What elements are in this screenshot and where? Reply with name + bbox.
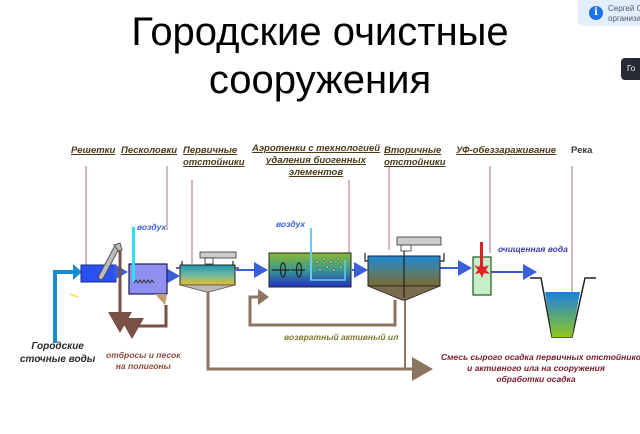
label-river: Река — [571, 145, 593, 156]
primary-scraper-bridge — [199, 251, 237, 259]
air-pipe-1 — [132, 227, 135, 282]
return-sludge-arrowhead — [258, 289, 269, 305]
uv-burst-icon — [474, 262, 490, 278]
return-sludge-line — [248, 295, 397, 327]
air-label-2: воздух — [276, 219, 306, 229]
overlay-button[interactable]: Го — [621, 58, 640, 80]
notification-text: Сергей Св организат — [608, 4, 640, 24]
aerotank-mixers — [272, 262, 305, 278]
inflow-pipe — [53, 270, 76, 343]
yellow-mark — [69, 293, 79, 298]
clean-water-label: очищенная вода — [498, 244, 568, 254]
info-icon: i — [589, 6, 603, 20]
notification-line1: Сергей Св — [608, 4, 640, 13]
inflow-line1: Городские — [31, 341, 84, 352]
label-aero-line2: удаления биогенных — [266, 155, 366, 166]
label-primary-settlers: Первичные отстойники — [183, 145, 245, 169]
sand-trap-unit — [128, 263, 168, 295]
notification-toast[interactable]: i Сергей Св организат — [578, 0, 640, 26]
primary-settler — [179, 264, 236, 286]
label-uv: УФ-обеззараживание — [456, 145, 557, 156]
label-aerotanks: Аэротенки с технологией удаления биогенн… — [249, 143, 383, 179]
label-secondary-line2: отстойники — [384, 157, 446, 168]
sludge-mix-line — [206, 292, 433, 381]
label-sand-traps: Песколовки — [121, 145, 178, 156]
air-label-1: воздух — [137, 222, 167, 232]
inflow-line2: сточные воды — [20, 354, 96, 365]
sand-hopper — [155, 294, 167, 305]
slide-title-line2: сооружения — [208, 58, 432, 102]
waste-label: отбросы и песок на полигоны — [106, 350, 181, 372]
label-secondary-line1: Вторичные — [384, 145, 442, 156]
air-pipe-2 — [310, 228, 312, 280]
label-primary-line1: Первичные — [183, 145, 238, 156]
sludge-mix-label: Смесь сырого осадка первичных отстойнико… — [441, 352, 640, 385]
return-sludge-label: возвратный активный ил — [284, 332, 399, 342]
mix-line1: Смесь сырого осадка первичных отстойнико… — [441, 352, 640, 362]
notification-line2: организат — [608, 14, 640, 23]
river-basin — [545, 292, 580, 337]
label-secondary-settlers: Вторичные отстойники — [384, 145, 446, 169]
slide-title-line1: Городские очистные — [131, 10, 509, 54]
label-primary-line2: отстойники — [183, 157, 245, 168]
waste-line1: отбросы и песок — [106, 350, 181, 360]
secondary-scraper-bridge — [396, 236, 442, 246]
screens-unit — [80, 264, 117, 283]
inflow-label: Городские сточные воды — [20, 340, 95, 366]
mix-line3: обработки осадка — [496, 374, 576, 384]
label-screens: Решетки — [71, 145, 116, 156]
inflow-arrowhead — [73, 264, 82, 280]
mix-line2: и активного ила на сооружения — [467, 363, 605, 373]
waste-line2: на полигоны — [115, 361, 171, 371]
uv-lamp — [480, 242, 483, 274]
waste-line-sand — [120, 305, 168, 339]
leader-lines — [85, 166, 573, 292]
label-aero-line3: элементов — [288, 167, 344, 178]
label-aero-line1: Аэротенки с технологией — [251, 143, 381, 154]
